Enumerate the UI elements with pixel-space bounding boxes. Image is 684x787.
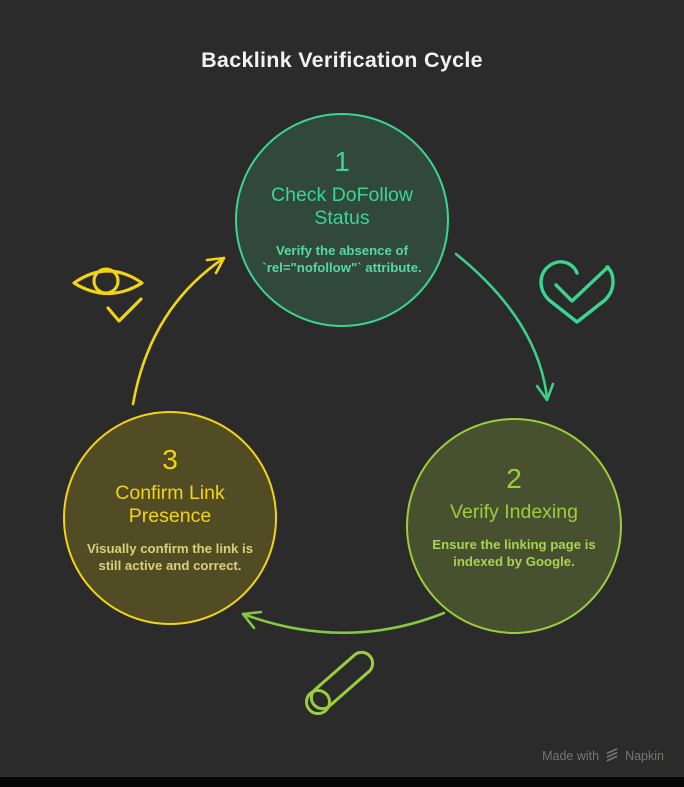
arrow-step3-to-step1 xyxy=(131,256,226,406)
bottom-bar xyxy=(0,777,684,787)
made-with-label: Made with xyxy=(542,748,600,763)
step-number: 2 xyxy=(506,463,522,495)
footer-credit: Made with Napkin xyxy=(542,748,664,763)
page-title: Backlink Verification Cycle xyxy=(201,48,483,72)
heart-check-icon xyxy=(539,260,615,324)
step-circle-3: 3 Confirm Link Presence Visually confirm… xyxy=(63,411,277,625)
step-number: 3 xyxy=(162,443,178,475)
arrow-step2-to-step3 xyxy=(241,610,446,634)
megaphone-icon xyxy=(305,650,375,715)
step-description: Visually confirm the link is still activ… xyxy=(86,541,254,574)
step-title: Confirm Link Presence xyxy=(115,481,225,528)
napkin-logo-icon xyxy=(606,748,618,762)
step-title: Verify Indexing xyxy=(450,501,578,524)
brand-name: Napkin xyxy=(625,748,664,763)
step-number: 1 xyxy=(334,145,350,177)
step-title: Check DoFollow Status xyxy=(271,183,413,230)
eye-icon xyxy=(72,267,144,323)
step-circle-2: 2 Verify Indexing Ensure the linking pag… xyxy=(406,418,622,634)
step-description: Ensure the linking page is indexed by Go… xyxy=(432,537,596,570)
arrow-step1-to-step2 xyxy=(454,252,555,402)
step-circle-1: 1 Check DoFollow Status Verify the absen… xyxy=(235,113,449,327)
step-description: Verify the absence of `rel="nofollow"` a… xyxy=(262,243,422,276)
